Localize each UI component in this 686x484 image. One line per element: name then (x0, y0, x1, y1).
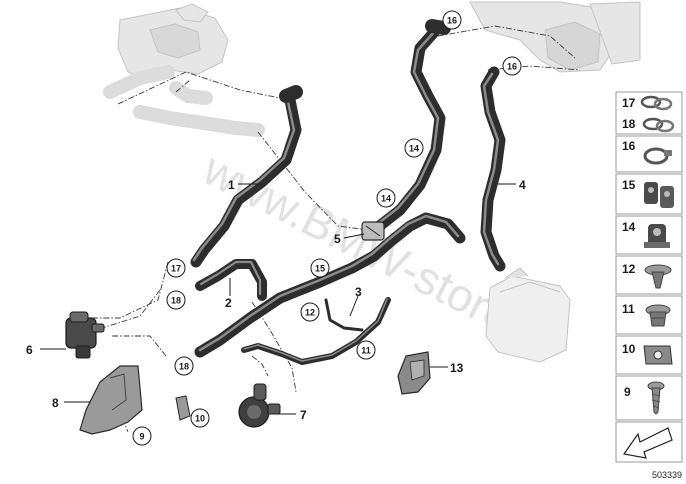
callout-8: 8 (52, 396, 59, 410)
circle-callout-10: 10 (190, 408, 210, 428)
reference-number: 503339 (652, 470, 682, 480)
svg-text:14: 14 (622, 220, 636, 234)
svg-text:8: 8 (52, 396, 59, 410)
callout-5: 5 (334, 232, 341, 246)
circle-callout-12: 12 (300, 302, 320, 322)
coolant-hose-2 (195, 259, 267, 301)
ghost-expansion-tank (485, 267, 571, 363)
coolant-hose-1 (190, 85, 303, 268)
svg-text:7: 7 (300, 408, 307, 422)
svg-text:6: 6 (26, 343, 33, 357)
expanding-rivet-icon (644, 264, 672, 289)
svg-text:12: 12 (305, 308, 315, 318)
svg-text:14: 14 (381, 194, 391, 204)
spring-nut-icon (643, 345, 673, 365)
coolant-hose-4 (480, 66, 506, 272)
circle-callout-17: 17 (166, 258, 186, 278)
svg-text:10: 10 (195, 414, 205, 424)
small-bracket (175, 395, 191, 421)
ghost-intake-manifold (469, 1, 641, 73)
circle-callout-18-upper: 18 (166, 290, 186, 310)
svg-text:9: 9 (139, 432, 144, 442)
svg-text:16: 16 (447, 16, 457, 26)
circle-callout-16-left: 16 (442, 10, 462, 30)
hose-clamp-pair-icon (640, 95, 675, 133)
circle-callout-9: 9 (132, 426, 152, 446)
callout-3: 3 (355, 285, 362, 299)
circle-callout-14-lower: 14 (376, 188, 396, 208)
coolant-pipe-3 (241, 297, 391, 365)
svg-text:13: 13 (450, 361, 464, 375)
legend-row-9: 9 (615, 375, 683, 421)
legend-row-10: 10 (615, 335, 683, 375)
circle-callout-16-right: 16 (502, 56, 522, 76)
svg-text:17: 17 (622, 96, 636, 110)
callout-1: 1 (228, 178, 235, 192)
svg-text:18: 18 (622, 117, 636, 131)
auxiliary-water-pump-7 (238, 383, 281, 428)
hose-connector-5 (361, 221, 385, 241)
legend-row-17-18: 17 18 (615, 91, 683, 135)
svg-text:11: 11 (361, 346, 371, 356)
svg-text:11: 11 (622, 302, 635, 316)
electric-water-pump-6 (65, 311, 105, 359)
svg-text:12: 12 (622, 262, 636, 276)
svg-text:16: 16 (622, 139, 636, 153)
callout-13: 13 (450, 361, 464, 375)
circle-callout-15: 15 (310, 258, 330, 278)
circle-callout-14-upper: 14 (404, 138, 424, 158)
svg-text:9: 9 (624, 385, 631, 399)
coolant-hose-long (366, 19, 451, 238)
screw-icon (647, 381, 665, 415)
svg-text:15: 15 (315, 264, 325, 274)
legend-row-14: 14 (615, 215, 683, 255)
circle-callout-18-lower: 18 (174, 356, 194, 376)
plastic-nut-icon (645, 304, 671, 327)
callout-6: 6 (26, 343, 33, 357)
svg-text:15: 15 (622, 178, 636, 192)
svg-text:5: 5 (334, 232, 341, 246)
legend-row-arrow (615, 421, 683, 463)
ghost-engine-block (117, 3, 229, 83)
legend-row-15: 15 (615, 173, 683, 215)
svg-text:18: 18 (171, 296, 181, 306)
svg-text:14: 14 (409, 144, 419, 154)
svg-text:2: 2 (225, 296, 232, 310)
svg-text:3: 3 (355, 285, 362, 299)
svg-text:1: 1 (228, 178, 235, 192)
double-hose-holder-icon (644, 182, 674, 208)
circle-callout-11: 11 (356, 340, 376, 360)
legend-row-11: 11 (615, 295, 683, 335)
legend-row-16: 16 (615, 135, 683, 173)
direction-arrow-icon (622, 427, 673, 459)
legend-panel: 17 18 16 15 (615, 91, 683, 463)
callout-4: 4 (519, 178, 526, 192)
pump-bracket-8 (79, 365, 143, 435)
svg-text:10: 10 (622, 342, 636, 356)
hose-clamp-icon (643, 147, 672, 165)
svg-text:17: 17 (171, 264, 181, 274)
coolant-hose-lower (194, 212, 466, 358)
callout-7: 7 (300, 408, 307, 422)
callout-2: 2 (225, 296, 232, 310)
ghost-hose-upper (103, 65, 265, 137)
svg-text:16: 16 (507, 62, 517, 72)
hose-holder-13 (397, 351, 431, 395)
leader-lines (40, 183, 516, 415)
legend-row-12: 12 (615, 255, 683, 295)
svg-text:18: 18 (179, 362, 189, 372)
hose-holder-icon (644, 224, 670, 248)
svg-text:4: 4 (519, 178, 526, 192)
